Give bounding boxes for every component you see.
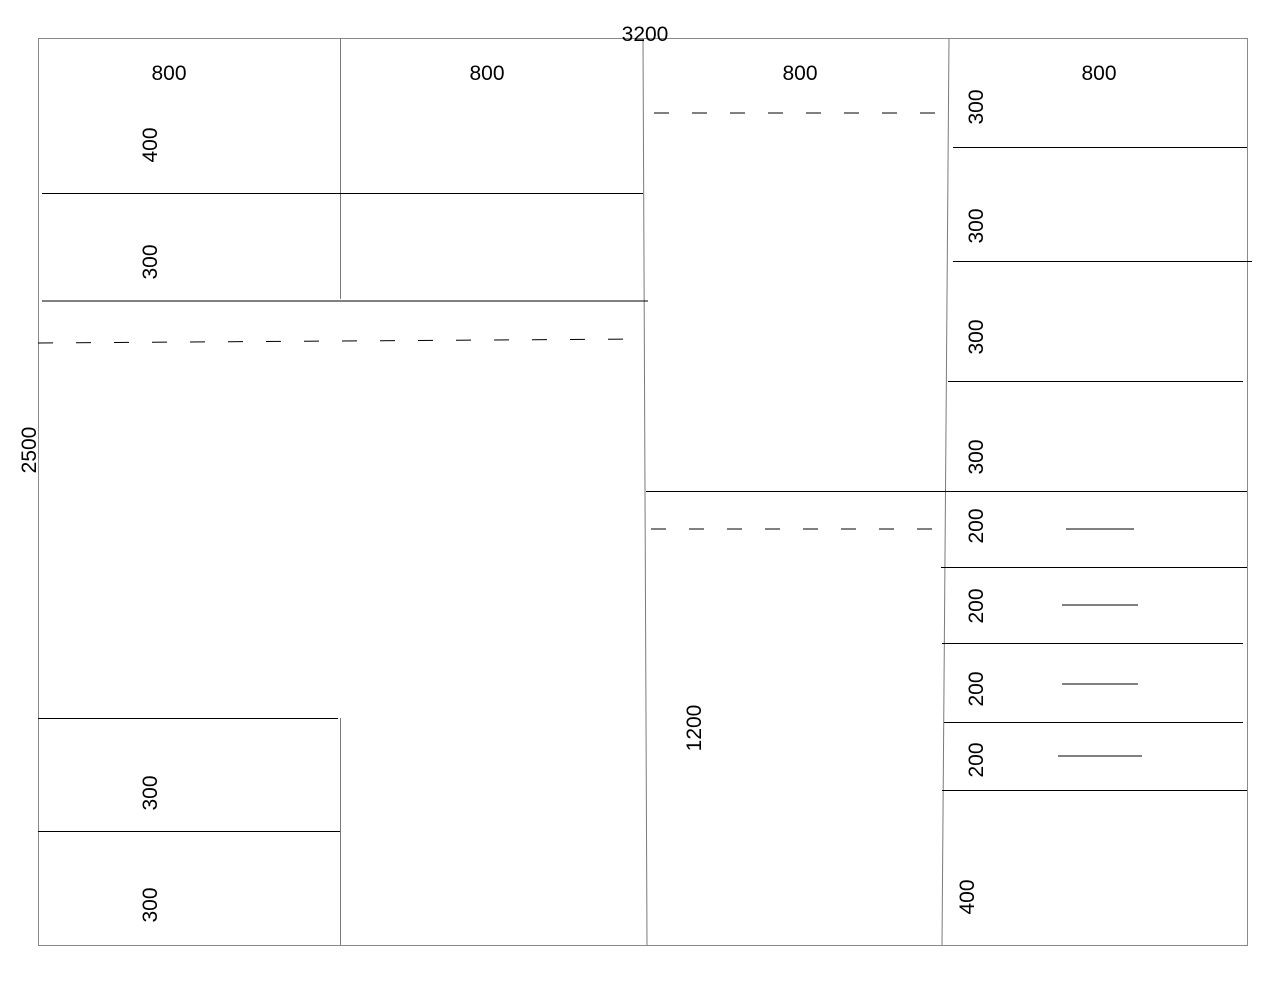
col4-row-label-5: 200 [965,508,988,543]
column-divider-2 [642,37,648,946]
col3-lower-height-label: 1200 [683,705,706,752]
col4-row-label-9: 400 [956,879,979,914]
total-width-label: 3200 [622,23,669,46]
dashed-line-left [37,338,641,344]
column-width-label-4: 800 [1081,62,1116,85]
col4-row-label-4: 300 [965,439,988,474]
col4-row-label-3: 300 [965,319,988,354]
col4-row-label-1: 300 [965,89,988,124]
col4-row-label-2: 300 [965,208,988,243]
column-width-label-3: 800 [782,62,817,85]
col1-bottom-row-label-1: 300 [139,775,162,810]
total-height-label: 2500 [18,427,41,474]
col1-row-label-1: 400 [139,127,162,162]
col4-row-label-6: 200 [965,588,988,623]
col4-row-label-8: 200 [965,742,988,777]
col4-row-label-7: 200 [965,671,988,706]
col1-bottom-row-label-2: 300 [139,887,162,922]
column-width-label-2: 800 [469,62,504,85]
column-width-label-1: 800 [151,62,186,85]
col1-row-label-2: 300 [139,244,162,279]
